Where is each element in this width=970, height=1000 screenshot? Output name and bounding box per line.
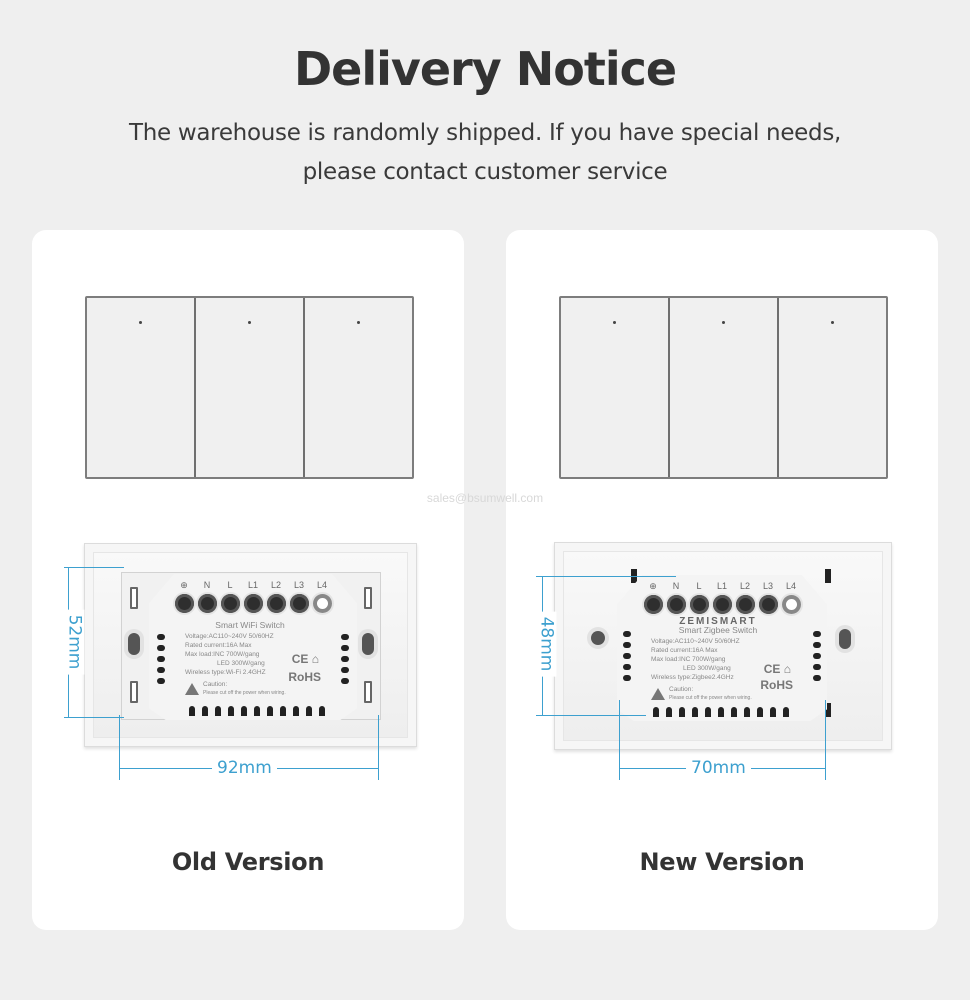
terminal-label: L4 <box>316 580 327 590</box>
ce-mark-icon: CE ⌂ <box>291 652 319 666</box>
screw-terminal-open-icon <box>312 594 332 613</box>
screw-hole-icon <box>362 633 374 655</box>
height-dimension: 48mm <box>536 611 557 677</box>
watermark: sales@bsumwell.com <box>426 491 544 505</box>
screw-terminal-open-icon <box>781 595 801 614</box>
terminal-label: L3 <box>762 581 773 591</box>
vent-slots <box>157 634 165 684</box>
dimension-line <box>378 715 379 780</box>
terminal-label: L4 <box>785 581 796 591</box>
terminal-block: ⊕ N L L1 L2 L3 L4 <box>617 581 827 614</box>
version-caption: New Version <box>639 848 805 876</box>
switch-gang-3 <box>305 298 412 477</box>
mount-slot-icon <box>364 587 372 609</box>
mount-slot-icon <box>130 681 138 703</box>
screw-hole-icon <box>591 631 605 645</box>
mount-slot-icon <box>364 681 372 703</box>
rohs-mark: RoHS <box>760 678 793 692</box>
page-title: Delivery Notice <box>293 42 677 96</box>
screw-terminal-icon <box>266 594 286 613</box>
warning-triangle-icon <box>185 683 199 695</box>
switch-module: ⊕ N L L1 L2 L3 L4 ZEMISMART Smart Zigbee… <box>617 575 827 721</box>
screw-terminal-icon <box>289 594 309 613</box>
rohs-mark: RoHS <box>288 670 321 684</box>
terminal-label: L <box>227 580 233 590</box>
switch-gang-1 <box>561 298 670 477</box>
dimension-line <box>825 700 826 780</box>
terminal-label: L <box>696 581 702 591</box>
screw-terminal-icon <box>174 594 194 613</box>
old-version-card: ⊕ N L L1 L2 L3 L4 Smart WiFi Switch Volt… <box>32 230 464 930</box>
indicator-dot-icon <box>139 321 142 324</box>
switch-gang-2 <box>196 298 305 477</box>
indicator-dot-icon <box>248 321 251 324</box>
dimension-line <box>536 715 646 716</box>
terminal-label: L2 <box>270 580 281 590</box>
dimension-line <box>64 717 124 718</box>
caution-notice: Caution:Please cut off the power when wi… <box>651 685 785 703</box>
version-caption: Old Version <box>171 848 325 876</box>
indicator-dot-icon <box>722 321 725 324</box>
height-dimension: 52mm <box>64 609 85 675</box>
screw-terminal-icon <box>643 595 663 614</box>
indicator-dot-icon <box>831 321 834 324</box>
screw-terminal-icon <box>758 595 778 614</box>
dimension-line <box>64 567 124 568</box>
terminal-label: ⊕ <box>649 581 657 591</box>
subtitle-line-2: please contact customer service <box>302 159 668 185</box>
indicator-dot-icon <box>613 321 616 324</box>
back-panel-image: ⊕ N L L1 L2 L3 L4 Smart WiFi Switch Volt… <box>84 543 417 747</box>
screw-terminal-icon <box>689 595 709 614</box>
terminal-label: N <box>203 580 211 590</box>
screw-terminal-icon <box>712 595 732 614</box>
dimension-line <box>619 700 620 780</box>
switch-gang-2 <box>670 298 779 477</box>
width-dimension: 70mm <box>686 758 751 778</box>
caution-notice: Caution:Please cut off the power when wi… <box>185 680 315 698</box>
product-name: Smart Zigbee Switch <box>678 625 758 635</box>
width-dimension: 92mm <box>212 758 277 778</box>
vent-slots <box>341 634 349 684</box>
vent-slots <box>189 706 325 716</box>
spec-label: ZEMISMART Smart Zigbee Switch Voltage:AC… <box>651 616 793 703</box>
switch-gang-3 <box>779 298 886 477</box>
switch-module: ⊕ N L L1 L2 L3 L4 Smart WiFi Switch Volt… <box>149 574 357 720</box>
terminal-label: L2 <box>739 581 750 591</box>
terminal-label: L1 <box>716 581 727 591</box>
screw-terminal-icon <box>666 595 686 614</box>
terminal-label: ⊕ <box>180 580 188 590</box>
back-panel-image: ⊕ N L L1 L2 L3 L4 ZEMISMART Smart Zigbee… <box>554 542 892 750</box>
warning-triangle-icon <box>651 688 665 700</box>
screw-hole-icon <box>128 633 140 655</box>
brand-logo: ZEMISMART <box>679 616 757 627</box>
screw-hole-icon <box>839 629 851 649</box>
screw-terminal-icon <box>220 594 240 613</box>
mount-slot-icon <box>130 587 138 609</box>
subtitle-line-1: The warehouse is randomly shipped. If yo… <box>128 120 842 146</box>
product-name: Smart WiFi Switch <box>215 620 285 630</box>
front-panel-image <box>85 296 414 479</box>
new-version-card: ⊕ N L L1 L2 L3 L4 ZEMISMART Smart Zigbee… <box>506 230 938 930</box>
dimension-line <box>119 715 120 780</box>
screw-terminal-icon <box>243 594 263 613</box>
page-subtitle: The warehouse is randomly shipped. If yo… <box>0 114 970 192</box>
terminal-block: ⊕ N L L1 L2 L3 L4 <box>149 580 357 613</box>
screw-terminal-icon <box>197 594 217 613</box>
vent-slots <box>653 707 789 717</box>
dimension-line <box>536 576 676 577</box>
terminal-label: L1 <box>247 580 258 590</box>
screw-terminal-icon <box>735 595 755 614</box>
terminal-label: L3 <box>293 580 304 590</box>
ce-mark-icon: CE ⌂ <box>763 662 791 676</box>
terminal-label: N <box>672 581 680 591</box>
front-panel-image <box>559 296 888 479</box>
switch-gang-1 <box>87 298 196 477</box>
vent-slots <box>623 631 631 681</box>
spec-label: Smart WiFi Switch Voltage:AC110~240V 50/… <box>185 620 321 698</box>
indicator-dot-icon <box>357 321 360 324</box>
vent-slots <box>813 631 821 681</box>
